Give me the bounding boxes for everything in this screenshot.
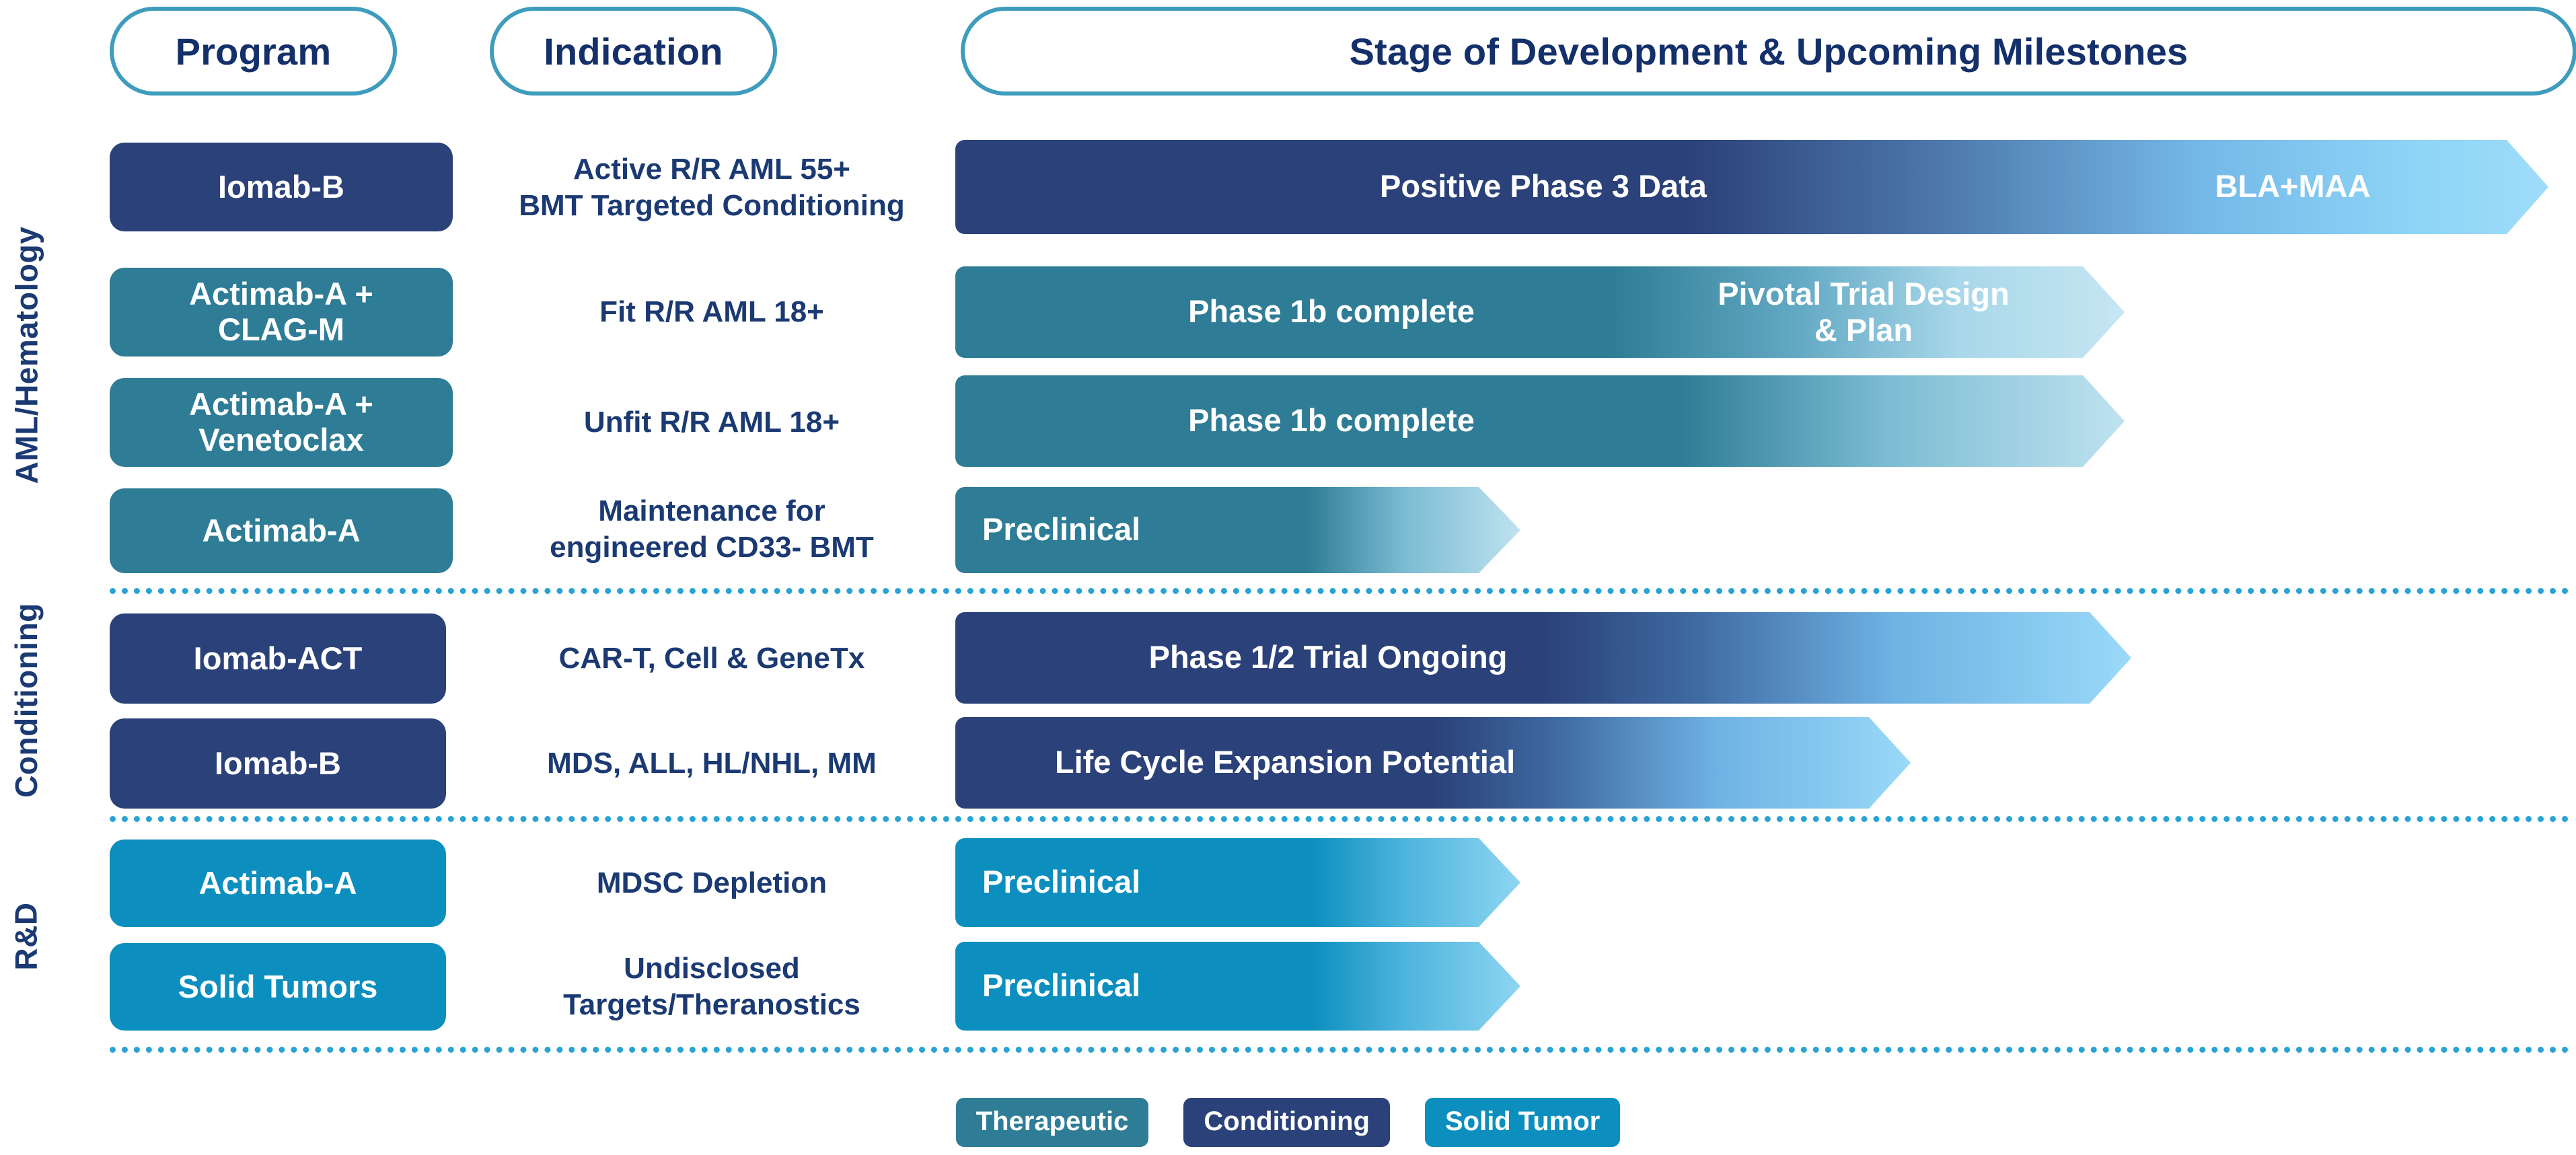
stage-bar-shape	[955, 717, 1911, 809]
stage-bar[interactable]: Phase 1b complete	[955, 375, 2125, 467]
stage-bar-label: Phase 1b complete	[1188, 402, 1475, 438]
stage-bar-label: Phase 1/2 Trial Ongoing	[1148, 639, 1508, 675]
group-label-rd-text: R&D	[9, 902, 44, 971]
legend-item-therapeutic[interactable]: Therapeutic	[955, 1098, 1149, 1147]
indication-cell: MDSC Depletion	[490, 840, 934, 927]
program-chip[interactable]: Iomab-B	[110, 718, 446, 809]
stage-bar-label: Preclinical	[982, 511, 1141, 547]
program-chip-label: Solid Tumors	[178, 968, 378, 1004]
indication-label: MDS, ALL, HL/NHL, MM	[547, 747, 877, 780]
column-header-stage: Stage of Development & Upcoming Mileston…	[961, 7, 2576, 96]
stage-bar-label: Preclinical	[982, 967, 1141, 1003]
indication-label: Maintenance for engineered CD33- BMT	[550, 494, 874, 564]
indication-label: CAR-T, Cell & GeneTx	[558, 642, 865, 675]
column-header-program-label: Program	[175, 30, 332, 73]
program-chip-label: Iomab-ACT	[193, 640, 363, 676]
indication-label: Active R/R AML 55+ BMT Targeted Conditio…	[519, 153, 905, 222]
indication-cell: Undisclosed Targets/Theranostics	[490, 939, 934, 1035]
column-header-indication-label: Indication	[544, 30, 723, 73]
group-label-conditioning-text: Conditioning	[9, 603, 44, 798]
program-chip-label: Actimab-A + Venetoclax	[189, 386, 373, 457]
indication-cell: Maintenance for engineered CD33- BMT	[490, 482, 934, 577]
program-chip[interactable]: Solid Tumors	[110, 943, 446, 1031]
program-chip-label: Actimab-A + CLAG-M	[189, 276, 373, 347]
group-label-rd: R&D	[5, 822, 47, 1051]
indication-label: Fit R/R AML 18+	[599, 295, 824, 329]
legend-item-solid-tumor-label: Solid Tumor	[1444, 1107, 1600, 1136]
program-chip[interactable]: Actimab-A + Venetoclax	[110, 378, 453, 467]
program-chip[interactable]: Iomab-B	[110, 143, 453, 231]
program-chip-label: Iomab-B	[218, 168, 344, 204]
legend-item-solid-tumor[interactable]: Solid Tumor	[1424, 1098, 1621, 1147]
legend-item-therapeutic-label: Therapeutic	[976, 1107, 1129, 1136]
indication-label: Unfit R/R AML 18+	[583, 406, 840, 439]
stage-bar-label: Preclinical	[982, 864, 1141, 899]
stage-bar-shape	[955, 140, 2548, 234]
indication-cell: CAR-T, Cell & GeneTx	[490, 613, 934, 704]
indication-cell: MDS, ALL, HL/NHL, MM	[490, 718, 934, 809]
program-chip[interactable]: Actimab-A + CLAG-M	[110, 268, 453, 357]
legend-item-conditioning-label: Conditioning	[1204, 1107, 1370, 1136]
stage-bar[interactable]: Phase 1b complete Pivotal Trial Design &…	[955, 266, 2125, 358]
stage-bar-shape	[955, 942, 1520, 1031]
group-label-aml-hematology-text: AML/Hematology	[9, 226, 44, 484]
stage-bar-shape	[955, 612, 2131, 704]
indication-label: MDSC Depletion	[596, 866, 827, 900]
section-divider	[110, 1047, 2569, 1053]
column-header-stage-label: Stage of Development & Upcoming Mileston…	[1349, 30, 2188, 73]
indication-cell: Active R/R AML 55+ BMT Targeted Conditio…	[490, 140, 934, 235]
section-divider	[110, 588, 2569, 594]
stage-bar-label: Life Cycle Expansion Potential	[1054, 744, 1516, 780]
program-chip[interactable]: Actimab-A	[110, 840, 446, 927]
stage-bar-shape	[955, 266, 2125, 358]
stage-bar-shape	[955, 375, 2125, 467]
group-label-aml-hematology: AML/Hematology	[5, 132, 47, 579]
stage-bar-shape	[955, 487, 1520, 573]
stage-bar-label: Positive Phase 3 Data	[1380, 168, 1707, 204]
group-label-conditioning: Conditioning	[5, 587, 47, 814]
legend-item-conditioning[interactable]: Conditioning	[1183, 1098, 1390, 1147]
indication-cell: Unfit R/R AML 18+	[490, 378, 934, 467]
legend: Therapeutic Conditioning Solid Tumor	[0, 1098, 2576, 1147]
program-chip-label: Iomab-B	[215, 745, 341, 781]
indication-cell: Fit R/R AML 18+	[490, 268, 934, 357]
stage-bar-label: Phase 1b complete	[1188, 293, 1475, 329]
stage-bar-shape	[955, 838, 1520, 927]
program-chip-label: Actimab-A	[202, 512, 361, 548]
stage-bar[interactable]: Life Cycle Expansion Potential	[955, 717, 1911, 809]
column-header-indication: Indication	[490, 7, 777, 96]
stage-bar[interactable]: Preclinical	[955, 838, 1520, 927]
milestone-label: Pivotal Trial Design & Plan	[1718, 276, 2010, 348]
milestone-label: BLA+MAA	[2215, 168, 2371, 204]
stage-bar[interactable]: Phase 1/2 Trial Ongoing	[955, 612, 2131, 704]
stage-bar[interactable]: Positive Phase 3 Data BLA+MAA	[955, 140, 2548, 234]
section-divider	[110, 816, 2569, 822]
program-chip-label: Actimab-A	[198, 864, 357, 901]
stage-bar[interactable]: Preclinical	[955, 487, 1520, 573]
program-chip[interactable]: Actimab-A	[110, 488, 453, 573]
indication-label: Undisclosed Targets/Theranostics	[563, 952, 860, 1021]
stage-bar[interactable]: Preclinical	[955, 942, 1520, 1031]
program-chip[interactable]: Iomab-ACT	[110, 613, 446, 704]
column-header-program: Program	[110, 7, 397, 96]
